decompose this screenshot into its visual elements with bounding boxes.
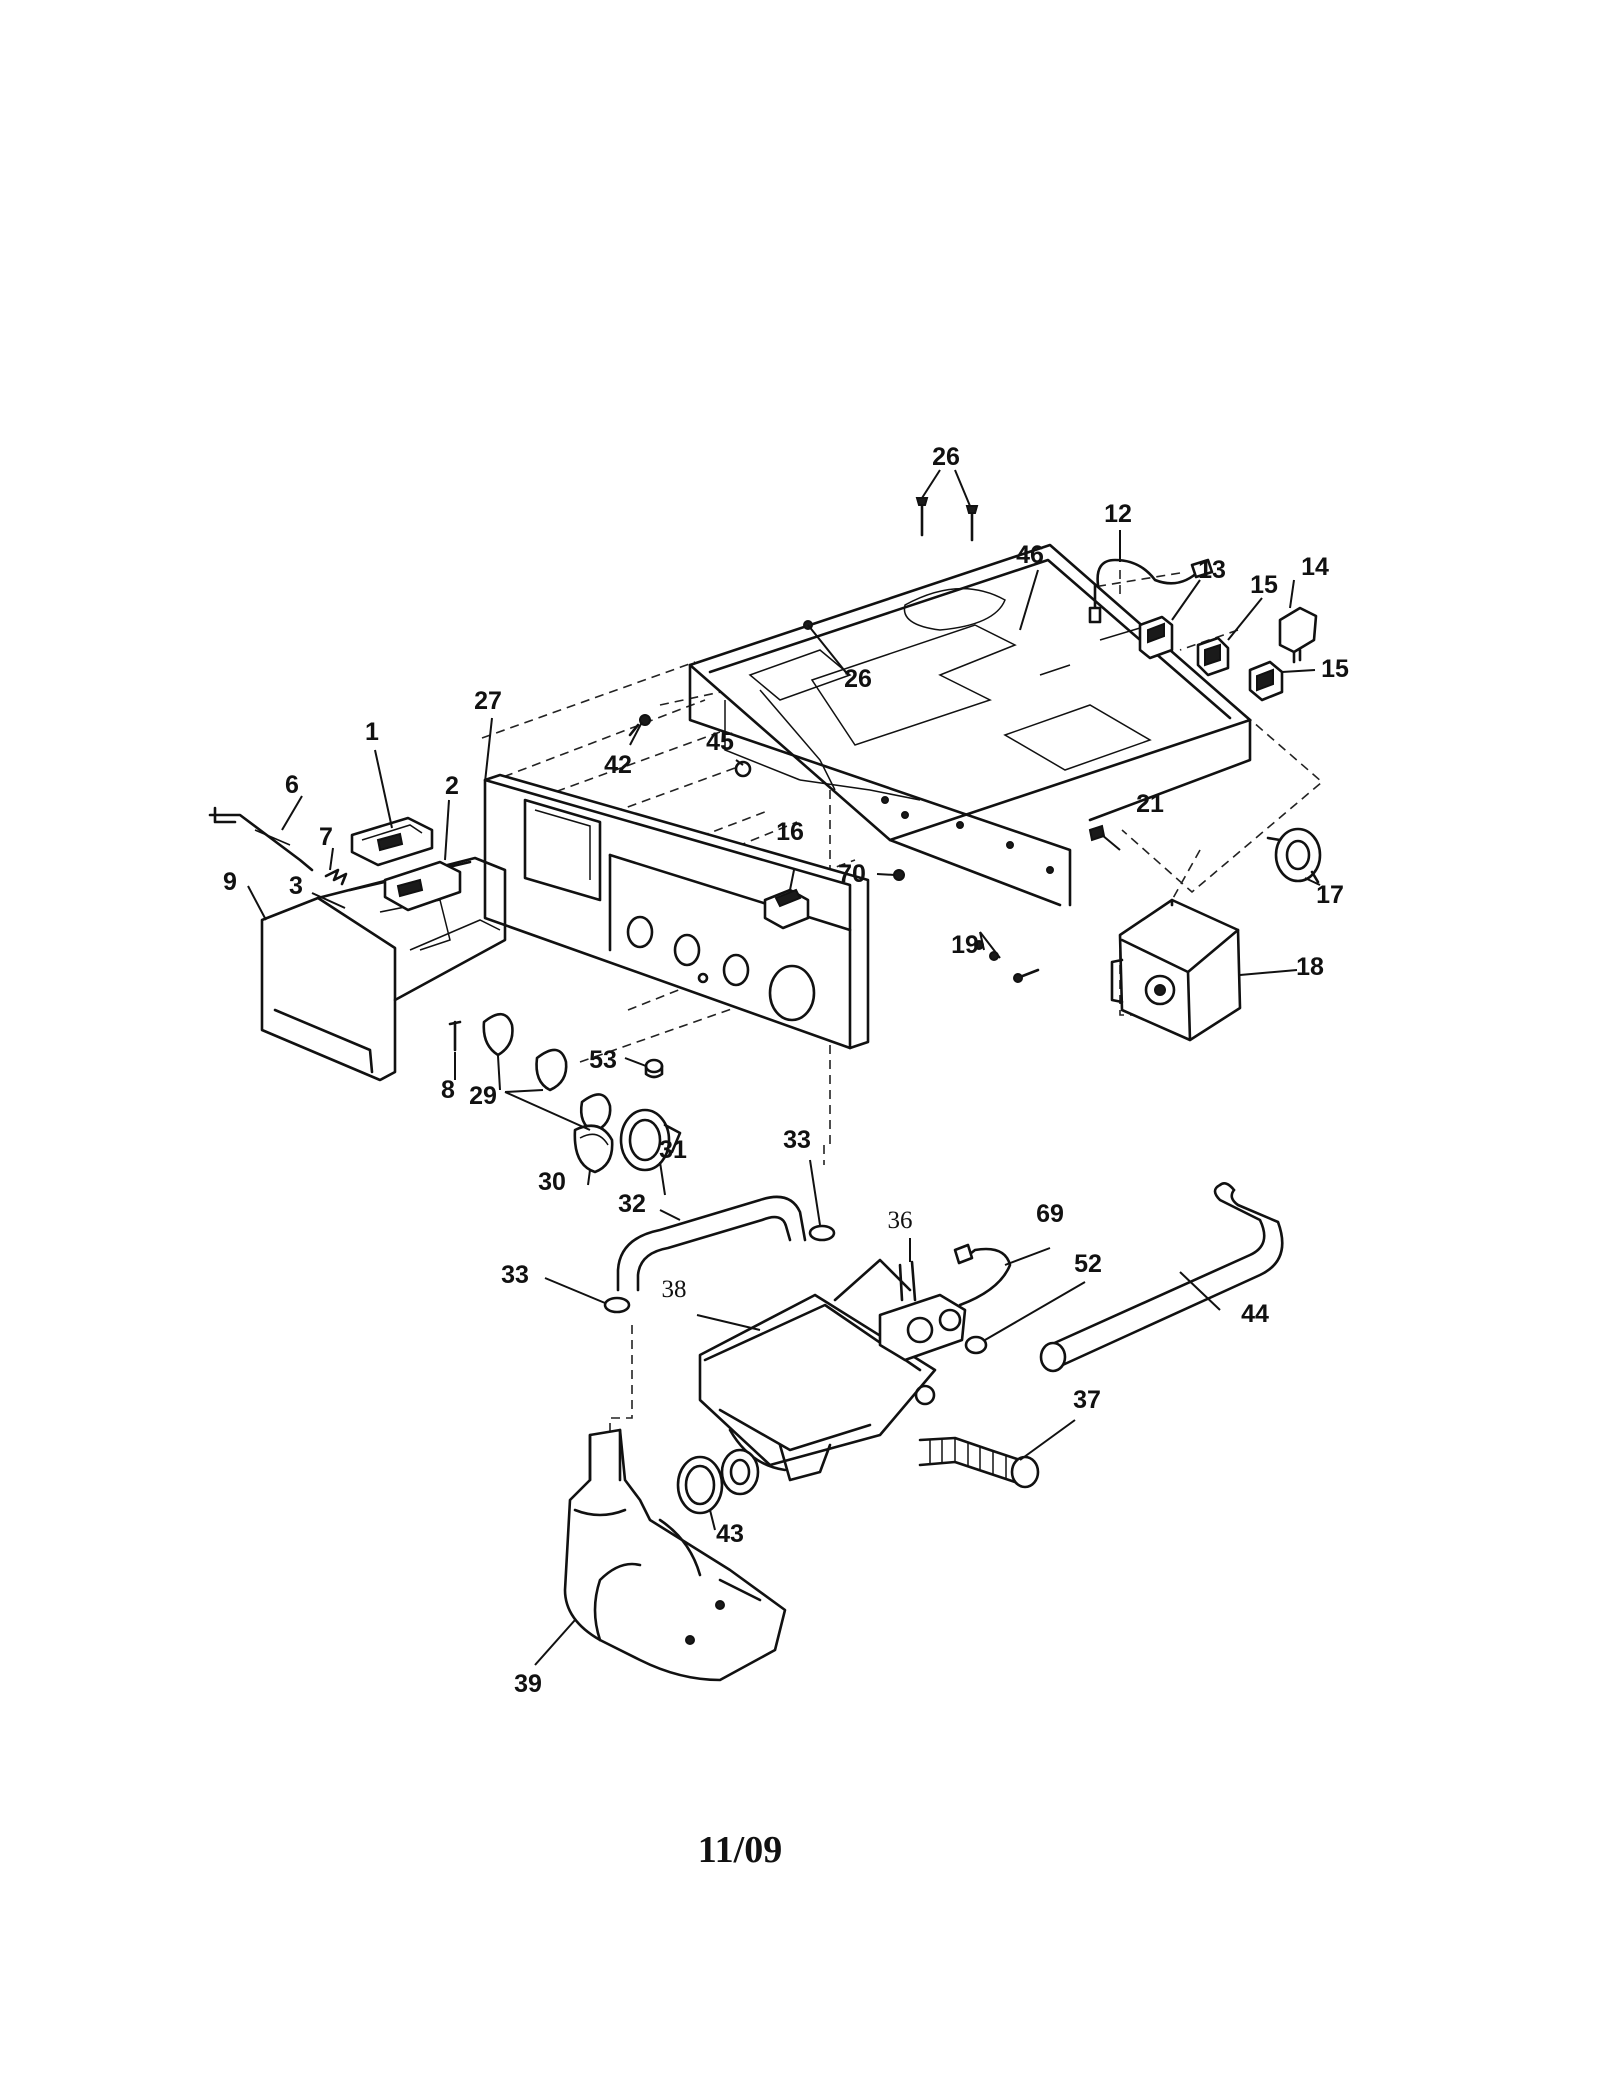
hose-37 [918, 1436, 1040, 1489]
sump-hose-39 [563, 1428, 787, 1682]
wire-69 [953, 1243, 1012, 1307]
tank-38 [698, 1258, 937, 1482]
callout-21: 21 [1136, 790, 1164, 818]
spring-7 [324, 868, 348, 886]
knob-29 [482, 1012, 612, 1134]
callout-3: 3 [289, 872, 303, 900]
callout-32: 32 [618, 1190, 646, 1218]
callout-6: 6 [285, 771, 299, 799]
callout-38: 38 [662, 1276, 687, 1303]
callout-44: 44 [1241, 1300, 1269, 1328]
valve-36 [878, 1260, 967, 1362]
callout-13: 13 [1198, 556, 1226, 584]
callout-19: 19 [951, 931, 979, 959]
page-code: 11/09 [697, 1829, 783, 1871]
callout-29: 29 [469, 1082, 497, 1110]
dispenser-cap-1 [350, 816, 434, 867]
control-panel-frame [688, 543, 1252, 907]
callout-16: 16 [776, 818, 804, 846]
callout-2: 2 [445, 772, 459, 800]
control-board-18 [1110, 898, 1242, 1042]
callout-37: 37 [1073, 1386, 1101, 1414]
callout-39: 39 [514, 1670, 542, 1698]
seal-43 [676, 1448, 760, 1515]
callout-18: 18 [1296, 953, 1324, 981]
leader-lines [247, 469, 1321, 1666]
callout-15: 15 [1250, 571, 1278, 599]
callout-46: 46 [1016, 541, 1044, 569]
callout-7: 7 [319, 823, 333, 851]
hose-32 [616, 1195, 807, 1292]
callout-26: 26 [932, 443, 960, 471]
connector-13 [1138, 615, 1174, 660]
knob-30 [573, 1124, 614, 1174]
pin-8 [448, 1020, 462, 1052]
callout-36: 36 [888, 1207, 913, 1234]
wire-harness-12 [1088, 558, 1214, 624]
callout-33: 33 [501, 1261, 529, 1289]
callout-15: 15 [1321, 655, 1349, 683]
callout-52: 52 [1074, 1250, 1102, 1278]
callout-53: 53 [589, 1046, 617, 1074]
callout-69: 69 [1036, 1200, 1064, 1228]
callout-17: 17 [1316, 881, 1344, 909]
callout-43: 43 [716, 1520, 744, 1548]
connector-15-top [1196, 636, 1230, 677]
callout-12: 12 [1104, 500, 1132, 528]
washer-45 [734, 760, 752, 778]
screw-70 [893, 869, 905, 881]
control-panel [483, 773, 870, 1050]
switch-14 [1278, 606, 1318, 664]
clamp-52 [964, 1335, 988, 1355]
ring-31 [619, 1108, 682, 1172]
callout-14: 14 [1301, 553, 1329, 581]
callout-31: 31 [659, 1136, 687, 1164]
spacer-53 [644, 1058, 664, 1079]
callout-30: 30 [538, 1168, 566, 1196]
callout-45: 45 [706, 728, 734, 756]
callout-70: 70 [838, 860, 866, 888]
callout-42: 42 [604, 751, 632, 779]
pressure-switch-17 [1266, 827, 1322, 884]
callout-labels: 26 12 46 13 14 15 15 26 27 42 45 1 2 6 7… [223, 443, 1349, 1698]
siphon-6 [208, 806, 314, 872]
dispenser-cap-2 [383, 860, 462, 912]
callout-8: 8 [441, 1076, 455, 1104]
callout-9: 9 [223, 868, 237, 896]
screws-19 [974, 940, 1040, 983]
connector-15-bottom [1248, 660, 1284, 702]
callout-27: 27 [474, 687, 502, 715]
screw-26 [803, 497, 979, 630]
hose-44 [1039, 1182, 1284, 1373]
callout-33: 33 [783, 1126, 811, 1154]
callout-1: 1 [365, 718, 379, 746]
part-21 [1088, 824, 1106, 842]
callout-26: 26 [844, 665, 872, 693]
clamp-33 [603, 1224, 836, 1314]
